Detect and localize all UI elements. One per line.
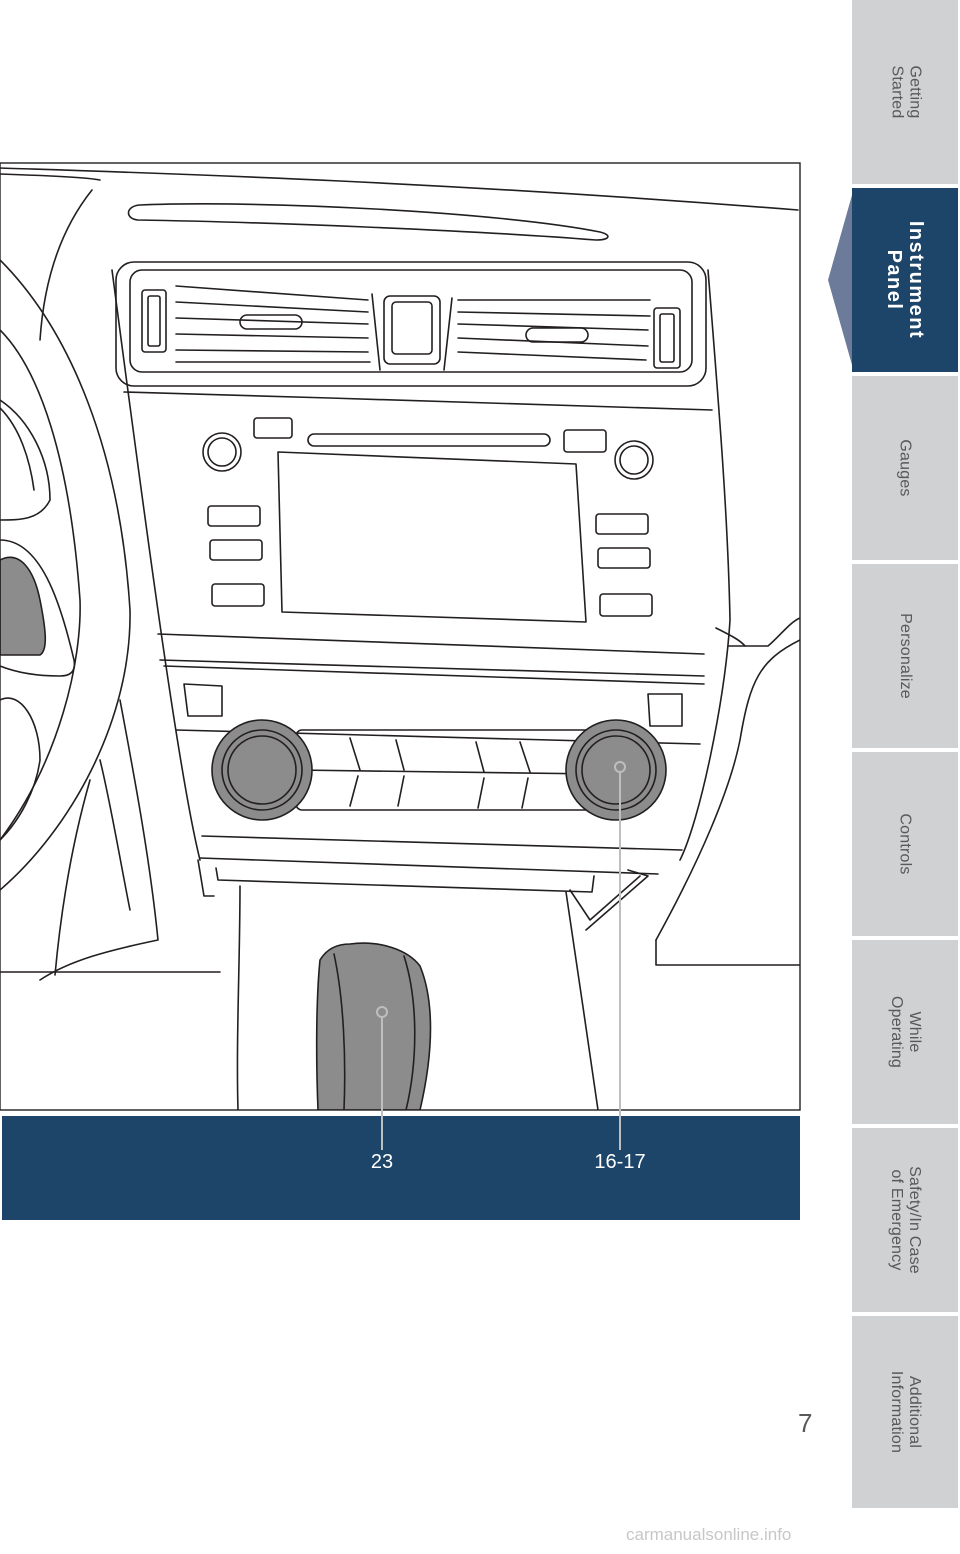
tab-label: Additional Information [888,1370,923,1454]
left-air-vent [175,285,371,363]
touchscreen-display [277,451,587,623]
audio-knob-right [614,440,654,480]
left-side-vent [141,289,167,353]
tab-label: Safety/In Case of Emergency [888,1166,923,1274]
callout-bar [2,1116,800,1220]
tab-getting-started[interactable]: Getting Started [852,0,958,184]
right-side-vent [653,307,681,369]
right-air-vent [457,299,651,361]
temperature-knob-left [211,719,313,821]
tab-additional-information[interactable]: Additional Information [852,1316,958,1508]
callout-label-gear-shifter: 23 [370,1151,394,1173]
tab-while-operating[interactable]: While Operating [852,940,958,1124]
tab-personalize[interactable]: Personalize [852,564,958,748]
audio-knob-left [202,432,242,472]
watermark: carmanualsonline.info [626,1525,792,1544]
tab-gauges[interactable]: Gauges [852,376,958,560]
tab-label: Controls [897,813,914,875]
tab-controls[interactable]: Controls [852,752,958,936]
tab-label: Getting Started [888,65,923,119]
steering-button-pad [0,556,47,656]
gear-shifter [315,942,432,1110]
active-tab-pointer [828,188,854,372]
section-tabs: Getting Started Instrument Panel Gauges … [852,0,958,1508]
steering-wheel [0,259,131,891]
tab-label: While Operating [887,995,923,1069]
tab-safety-emergency[interactable]: Safety/In Case of Emergency [852,1128,958,1312]
hazard-button [383,295,441,365]
page-number: 7 [798,1408,813,1438]
callout-label-climate-knob: 16-17 [594,1151,646,1173]
tab-label: Instrument Panel [883,220,927,340]
tab-label: Gauges [897,439,914,497]
tab-label: Personalize [897,613,914,699]
defroster-slot [127,203,609,241]
tab-instrument-panel[interactable]: Instrument Panel [852,188,958,372]
